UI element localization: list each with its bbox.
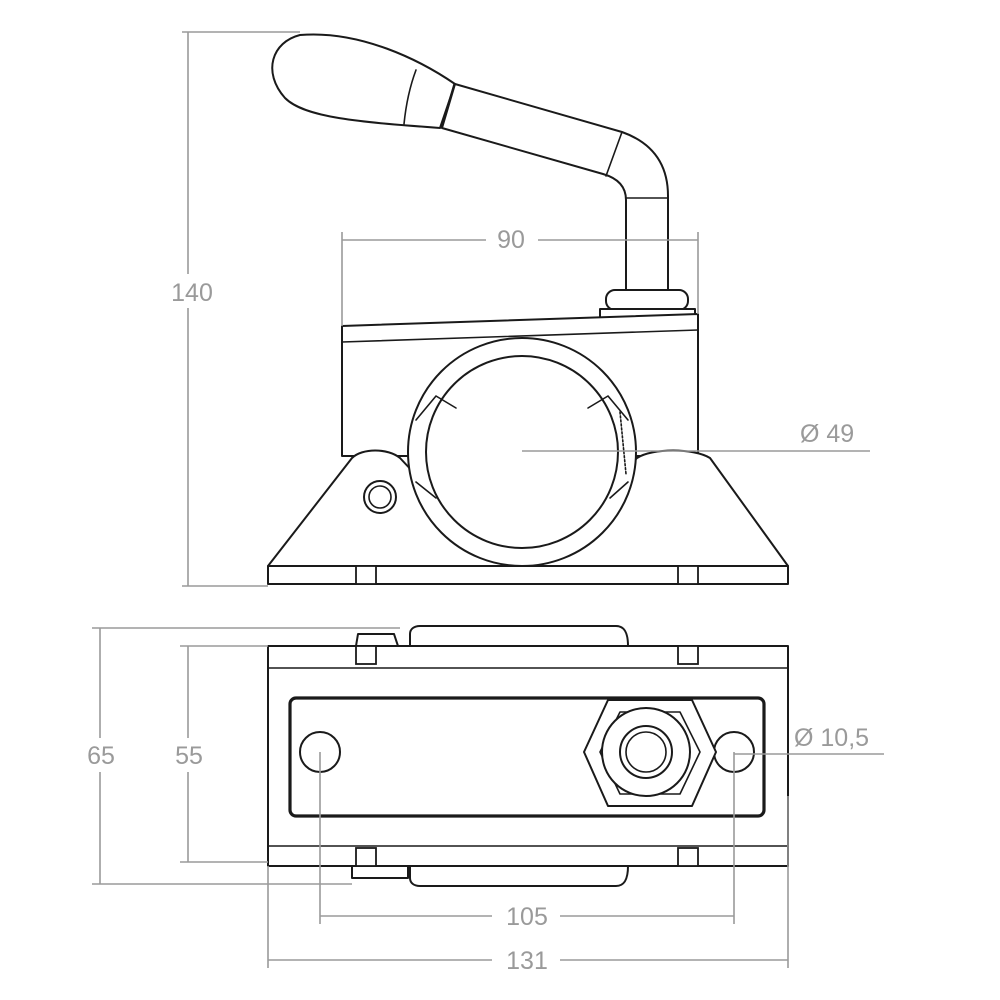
dimension-65-label: 65 <box>87 742 115 770</box>
top-view-hex-nut <box>583 699 717 807</box>
top-view-handle-ends <box>351 625 629 887</box>
bracket-bolt-hole <box>363 480 397 514</box>
dimension-90: 90 <box>341 222 699 326</box>
top-view-inner-slot <box>288 696 766 818</box>
dimension-140: 140 <box>165 31 300 587</box>
dimension-diameter-49: Ø 49 <box>522 420 870 452</box>
handle <box>271 33 669 293</box>
dimension-140-label: 140 <box>171 279 213 307</box>
dimension-55: 55 <box>166 645 268 863</box>
dimension-131: 131 <box>267 796 789 978</box>
dimension-diameter-10-5: Ø 10,5 <box>734 724 884 755</box>
dimension-131-label: 131 <box>506 947 548 975</box>
front-view: 140 90 Ø 49 <box>165 31 870 587</box>
dimension-diameter-49-label: Ø 49 <box>800 420 854 448</box>
dimension-65: 65 <box>80 627 400 885</box>
dimension-105-label: 105 <box>506 903 548 931</box>
dimension-55-label: 55 <box>175 742 203 770</box>
dimension-105: 105 <box>319 752 735 934</box>
dimension-90-label: 90 <box>497 226 525 254</box>
dimension-diameter-10-5-label: Ø 10,5 <box>794 724 869 752</box>
top-view: 65 55 Ø 10,5 105 131 <box>80 625 884 978</box>
tube-clamp-ring <box>407 337 637 567</box>
